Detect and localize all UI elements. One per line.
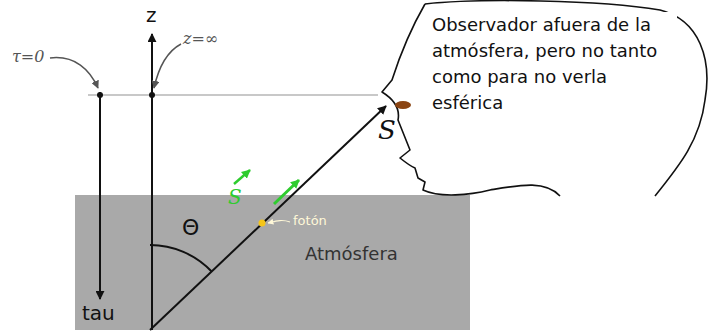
light-ray	[150, 106, 386, 330]
photon-dot	[259, 220, 266, 227]
text-holder: Observador afuera de la atmósfera, pero …	[432, 12, 677, 116]
leader-line	[268, 220, 290, 223]
path-direction-label: S	[228, 186, 242, 209]
node-text: Observador afuera de la atmósfera, pero …	[432, 12, 677, 116]
tau-axis	[99, 92, 101, 299]
eye	[395, 101, 411, 109]
top-boundary-line	[88, 94, 378, 96]
atmosphere-band: Atmósfera	[75, 195, 470, 330]
s-direction-arrow	[234, 170, 250, 184]
tau-zero-dot	[97, 92, 103, 98]
axis-label: tau	[82, 302, 115, 325]
photon-label: fotón	[293, 214, 327, 229]
path-label: S	[378, 116, 396, 146]
photon-direction-arrow	[274, 180, 299, 204]
node-text: Atmósfera	[305, 241, 398, 267]
z-infinity-dot	[149, 92, 155, 98]
angle-label: Θ	[182, 215, 199, 240]
angle-arc	[150, 245, 211, 271]
leader-line	[154, 44, 181, 88]
atmosphere-fill	[75, 195, 470, 330]
text-holder: Atmósfera	[305, 241, 398, 267]
axis-label: z	[146, 4, 157, 27]
observer-head: Observador afuera de la atmósfera, pero …	[368, 0, 710, 200]
z-axis	[151, 34, 153, 330]
leader-line	[50, 58, 98, 88]
boundary-label: z=∞	[183, 30, 218, 48]
head-outline-path	[382, 1, 707, 196]
boundary-label: τ=0	[12, 48, 44, 66]
